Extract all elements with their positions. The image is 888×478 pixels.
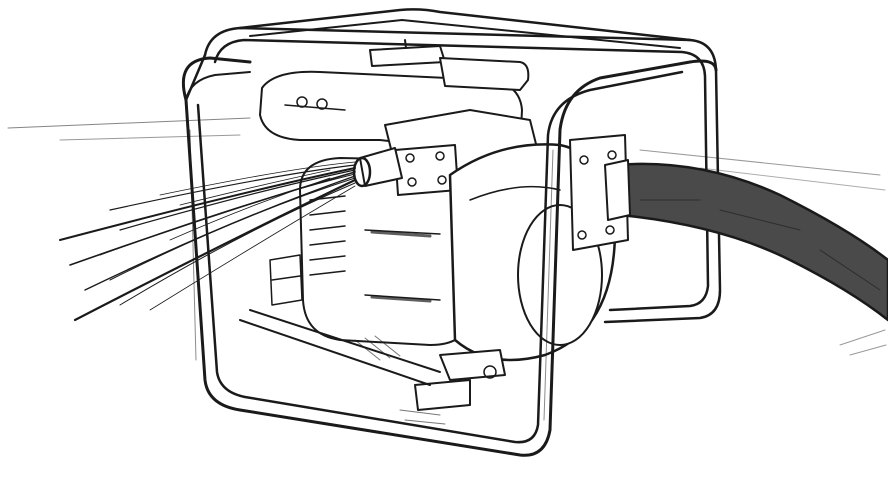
- pump-foot: [439, 349, 506, 381]
- suction-hose: [605, 162, 888, 322]
- drain-plug-icon: [483, 365, 497, 379]
- bolt-icon: [607, 150, 617, 160]
- frame-back: [184, 8, 722, 324]
- fuel-cap: [369, 45, 446, 67]
- inlet-flange: [569, 134, 631, 251]
- frame-front: [181, 56, 718, 457]
- screw-icon: [405, 153, 415, 163]
- bolt-icon: [579, 155, 589, 165]
- bolt-icon: [605, 225, 615, 235]
- screw-icon: [437, 175, 447, 185]
- bolt-icon: [296, 96, 308, 108]
- screw-icon: [407, 177, 417, 187]
- bolt-icon: [577, 230, 587, 240]
- screw-icon: [435, 151, 445, 161]
- background-sketch-lines: [7, 117, 887, 356]
- water-spray: [59, 161, 357, 322]
- bolt-icon: [316, 98, 328, 110]
- base-skid: [239, 254, 446, 425]
